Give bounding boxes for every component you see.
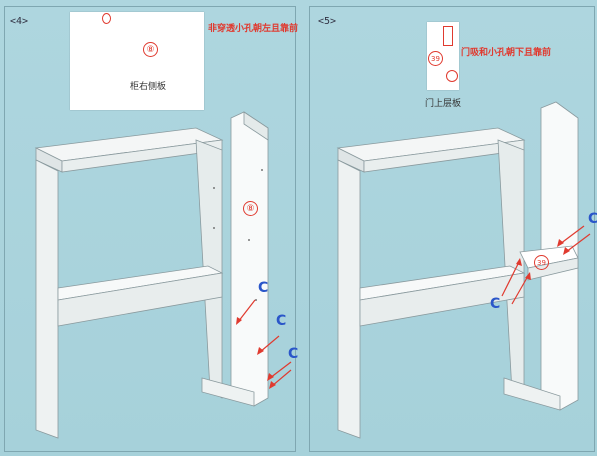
hardware-c-label: C bbox=[258, 280, 269, 296]
step-5-board-marker: 39 bbox=[534, 255, 549, 270]
step-4-note: 非穿透小孔朝左且靠前 bbox=[208, 24, 299, 34]
door-stop-highlight bbox=[443, 26, 453, 46]
step-4-board-marker: ⑧ bbox=[243, 201, 258, 216]
step-5-panel bbox=[309, 6, 595, 452]
step-4-part-card bbox=[70, 12, 204, 110]
step-4-label: <4> bbox=[10, 16, 29, 27]
step-5-note: 门吸和小孔朝下且靠前 bbox=[461, 48, 552, 58]
step-5-label: <5> bbox=[318, 16, 337, 27]
hardware-c-label: C bbox=[490, 296, 501, 312]
step-5-part-marker: 39 bbox=[428, 51, 443, 66]
step-5-part-caption: 门上层板 bbox=[425, 99, 462, 109]
step-5-hole-circle bbox=[446, 70, 458, 82]
step-4-part-marker: ⑧ bbox=[143, 42, 158, 57]
hardware-c-label: C bbox=[276, 313, 287, 329]
step-4-part-caption: 柜右侧板 bbox=[130, 82, 167, 92]
step-4-panel bbox=[4, 6, 296, 452]
hardware-c-label: C bbox=[288, 346, 299, 362]
step-4-hole-circle bbox=[102, 13, 111, 24]
hardware-c-label: C bbox=[588, 211, 597, 227]
